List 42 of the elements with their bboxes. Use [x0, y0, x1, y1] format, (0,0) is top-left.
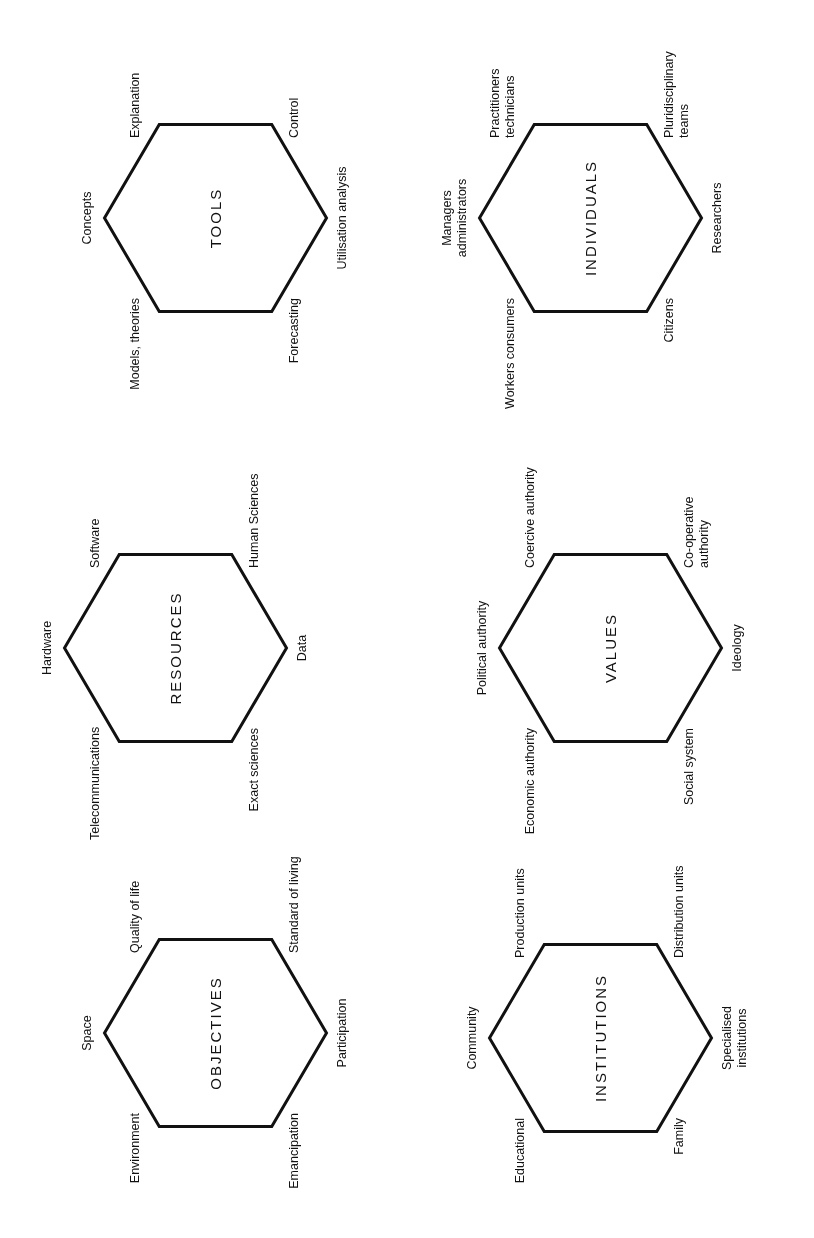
- category-title: INDIVIDUALS: [581, 159, 599, 277]
- vertex-label: Software: [88, 518, 103, 568]
- vertex-label: Co-operative authority: [682, 495, 712, 568]
- vertex-label: Political authority: [475, 600, 490, 696]
- vertex-label: Human Sciences: [247, 473, 262, 568]
- category-title: RESOURCES: [166, 591, 184, 705]
- vertex-label: Social system: [682, 728, 697, 806]
- vertex-label: Production units: [513, 868, 528, 958]
- vertex-label: Community: [465, 1006, 480, 1070]
- vertex-label: Educational: [513, 1118, 528, 1184]
- vertex-label: Workers consumers: [503, 298, 518, 409]
- vertex-label: Control: [287, 97, 302, 138]
- category-title: OBJECTIVES: [206, 976, 224, 1090]
- vertex-label: Models, theories: [128, 298, 143, 390]
- vertex-label: Citizens: [662, 298, 677, 343]
- vertex-label: Specialised institutions: [720, 1005, 750, 1072]
- vertex-label: Pluridisciplinary teams: [662, 50, 692, 138]
- vertex-label: Telecommunications: [88, 728, 103, 840]
- category-title: VALUES: [601, 612, 619, 684]
- vertex-label: Standard of living: [287, 856, 302, 953]
- vertex-label: Family: [672, 1118, 687, 1155]
- vertex-label: Utilisation analysis: [335, 166, 350, 270]
- category-title: TOOLS: [206, 187, 224, 249]
- vertex-label: Managers administrators: [440, 177, 470, 260]
- vertex-label: Coercive authority: [523, 467, 538, 568]
- vertex-label: Concepts: [80, 191, 95, 245]
- vertex-label: Hardware: [40, 620, 55, 676]
- vertex-label: Ideology: [730, 624, 745, 672]
- vertex-label: Distribution units: [672, 865, 687, 958]
- vertex-label: Data: [295, 634, 310, 662]
- vertex-label: Participation: [335, 998, 350, 1068]
- vertex-label: Practitioners technicians: [488, 67, 518, 138]
- category-title: INSTITUTIONS: [591, 973, 609, 1103]
- vertex-label: Economic authority: [523, 728, 538, 835]
- vertex-label: Environment: [128, 1113, 143, 1184]
- vertex-label: Forecasting: [287, 298, 302, 364]
- vertex-label: Explanation: [128, 72, 143, 138]
- vertex-label: Researchers: [710, 182, 725, 254]
- vertex-label: Emancipation: [287, 1113, 302, 1189]
- vertex-label: Quality of life: [128, 880, 143, 953]
- vertex-label: Space: [80, 1015, 95, 1051]
- vertex-label: Exact sciences: [247, 728, 262, 812]
